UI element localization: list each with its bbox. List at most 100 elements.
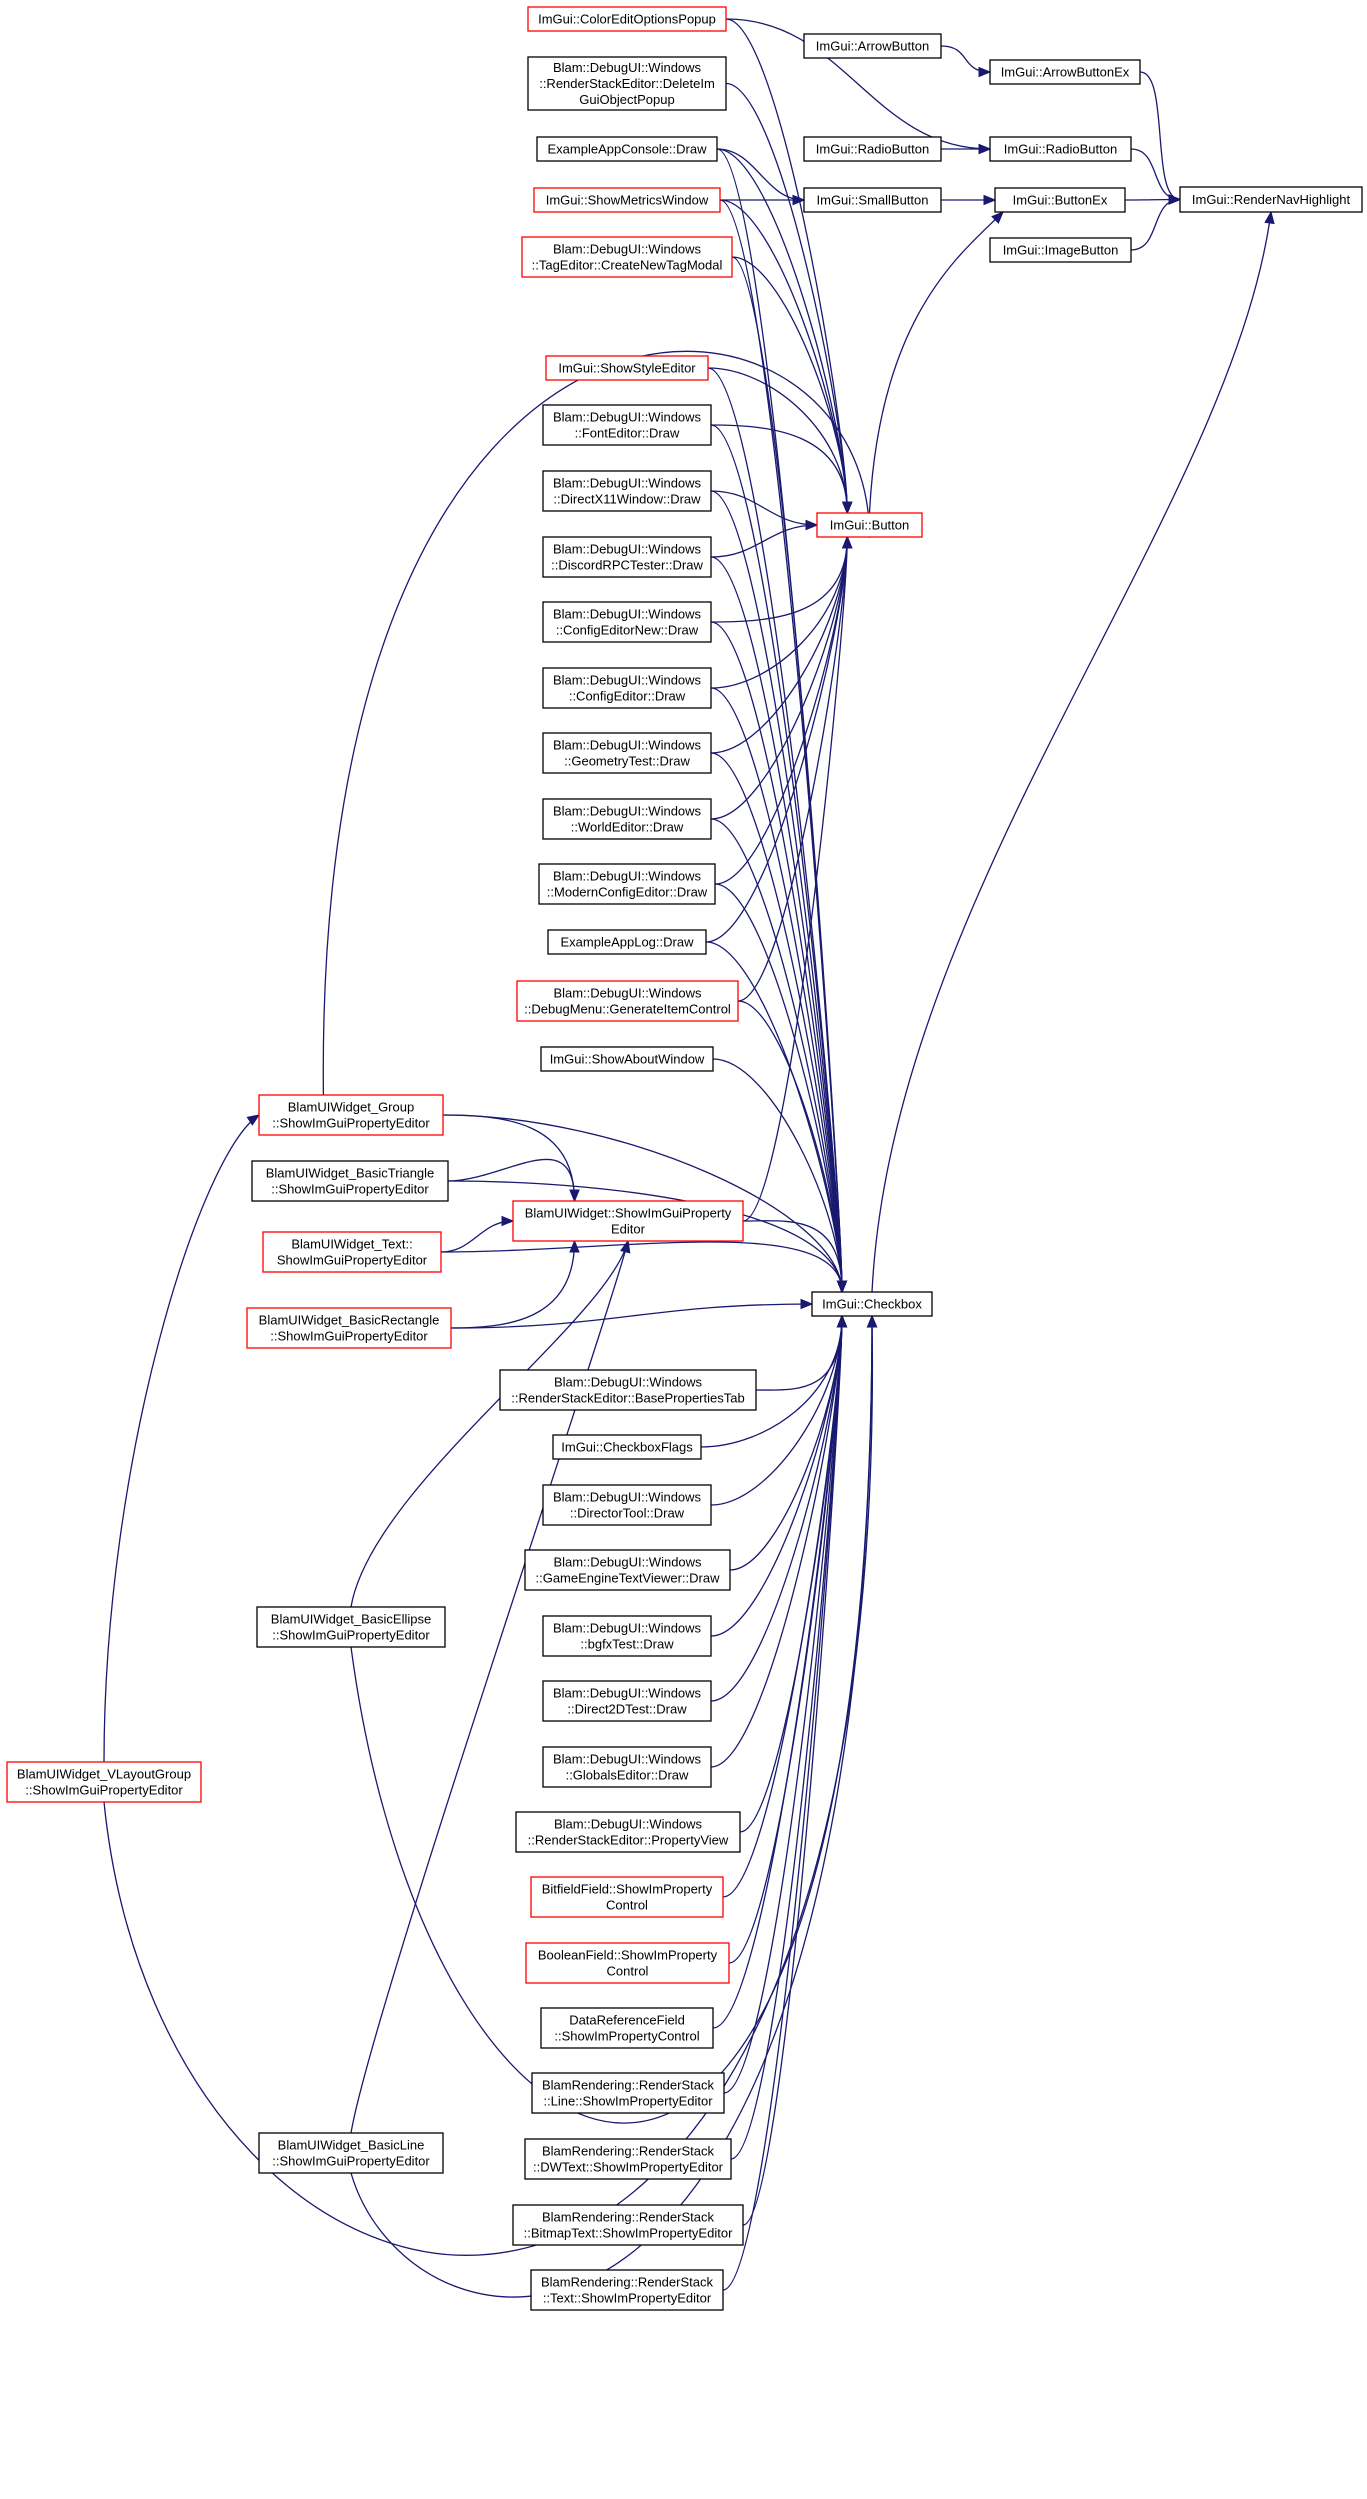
node-label: Blam::DebugUI::Windows [553,542,702,557]
node-checkbox[interactable]: ImGui::Checkbox [811,1291,933,1317]
node-show_metrics_window[interactable]: ImGui::ShowMetricsWindow [533,187,721,213]
node-label: BlamUIWidget_BasicLine [278,2138,425,2153]
edge-line_property_editor-to-checkbox [723,1315,843,2094]
node-label: GuiObjectPopup [579,92,674,107]
node-game_engine_text_viewer_draw[interactable]: Blam::DebugUI::Windows::GameEngineTextVi… [524,1549,731,1591]
node-box [531,2072,725,2114]
node-discord_rpc_tester_draw[interactable]: Blam::DebugUI::Windows::DiscordRPCTester… [542,536,712,578]
node-image_button[interactable]: ImGui::ImageButton [989,237,1132,263]
node-config_editor_new_draw[interactable]: Blam::DebugUI::Windows::ConfigEditorNew:… [542,601,712,643]
node-globals_editor_draw[interactable]: Blam::DebugUI::Windows::GlobalsEditor::D… [542,1746,712,1788]
node-box [258,1094,444,1136]
edge-arrow_button-to-arrow_button_ex [940,45,991,73]
node-bitmap_text_property_editor[interactable]: BlamRendering::RenderStack::BitmapText::… [512,2204,744,2246]
node-data_reference_field_control[interactable]: DataReferenceField::ShowImPropertyContro… [540,2007,714,2049]
node-bgfx_test_draw[interactable]: Blam::DebugUI::Windows::bgfxTest::Draw [542,1615,712,1657]
node-widget_basic_ellipse[interactable]: BlamUIWidget_BasicEllipse::ShowImGuiProp… [256,1606,446,1648]
node-label: BlamUIWidget_BasicEllipse [271,1612,431,1627]
call-edges [103,18,1275,2298]
node-box [803,136,942,162]
node-example_app_log_draw[interactable]: ExampleAppLog::Draw [547,929,707,955]
node-label: ImGui::SmallButton [817,193,929,208]
node-radio_button_caller[interactable]: ImGui::RadioButton [803,136,942,162]
node-arrow_button_ex[interactable]: ImGui::ArrowButtonEx [989,59,1141,85]
node-checkbox_flags[interactable]: ImGui::CheckboxFlags [552,1434,702,1460]
node-create_new_tag_modal[interactable]: Blam::DebugUI::Windows::TagEditor::Creat… [521,236,733,278]
node-widget_vlayout_group[interactable]: BlamUIWidget_VLayoutGroup::ShowImGuiProp… [6,1761,202,1803]
node-label: Blam::DebugUI::Windows [553,1621,702,1636]
node-color_edit_options_popup[interactable]: ImGui::ColorEditOptionsPopup [527,6,727,32]
node-delete_imgui_object_popup[interactable]: Blam::DebugUI::Windows::RenderStackEdito… [527,56,727,111]
node-show_style_editor[interactable]: ImGui::ShowStyleEditor [545,355,709,381]
node-label: Control [607,1964,649,1979]
node-director_tool_draw[interactable]: Blam::DebugUI::Windows::DirectorTool::Dr… [542,1484,712,1526]
node-label: ImGui::ArrowButton [816,39,929,54]
node-boolean_field_control[interactable]: BooleanField::ShowImPropertyControl [525,1942,730,1984]
node-widget_group[interactable]: BlamUIWidget_Group::ShowImGuiPropertyEdi… [258,1094,444,1136]
edge-widget_basic_rectangle-to-widget_show_imgui_property_editor-arrowhead [569,1239,580,1253]
node-label: ::WorldEditor::Draw [571,820,684,835]
node-generate_item_control[interactable]: Blam::DebugUI::Windows::DebugMenu::Gener… [516,980,739,1022]
function-nodes: ImGui::RenderNavHighlightImGui::ArrowBut… [6,6,1363,2311]
node-dwtext_property_editor[interactable]: BlamRendering::RenderStack::DWText::Show… [524,2138,732,2180]
edge-base_properties_tab-to-checkbox [755,1315,843,1391]
node-box [542,601,712,643]
node-box [989,59,1141,85]
node-label: ::BitmapText::ShowImPropertyEditor [524,2226,733,2241]
node-base_properties_tab[interactable]: Blam::DebugUI::Windows::RenderStackEdito… [499,1369,757,1411]
node-arrow_button[interactable]: ImGui::ArrowButton [803,33,942,59]
node-geometry_test_draw[interactable]: Blam::DebugUI::Windows::GeometryTest::Dr… [542,732,712,774]
edge-widget_vlayout_group-to-checkbox [103,1315,873,2256]
node-directx11_window_draw[interactable]: Blam::DebugUI::Windows::DirectX11Window:… [542,470,712,512]
node-box [547,929,707,955]
edge-widget_basic_triangle-to-widget_show_imgui_property_editor-arrowhead [569,1189,580,1203]
node-text_property_editor[interactable]: BlamRendering::RenderStack::Text::ShowIm… [530,2269,724,2311]
edge-checkbox-to-render_nav_highlight [871,211,1272,1293]
node-box [258,2132,444,2174]
node-widget_show_imgui_property_editor[interactable]: BlamUIWidget::ShowImGuiPropertyEditor [512,1200,744,1242]
node-label: BooleanField::ShowImProperty [538,1948,718,1963]
edge-geometry_test_draw-to-button [710,536,848,754]
node-line_property_editor[interactable]: BlamRendering::RenderStack::Line::ShowIm… [531,2072,725,2114]
node-small_button[interactable]: ImGui::SmallButton [803,187,942,213]
node-button_ex[interactable]: ImGui::ButtonEx [994,187,1126,213]
node-label: Blam::DebugUI::Windows [553,869,702,884]
node-label: BitfieldField::ShowImProperty [542,1882,713,1897]
node-box [542,1615,712,1657]
node-label: Blam::DebugUI::Windows [553,1490,702,1505]
node-direct2d_test_draw[interactable]: Blam::DebugUI::Windows::Direct2DTest::Dr… [542,1680,712,1722]
node-label: BlamUIWidget_Text:: [291,1237,412,1252]
node-label: Blam::DebugUI::Windows [554,1375,703,1390]
node-radio_button[interactable]: ImGui::RadioButton [989,136,1132,162]
node-label: BlamRendering::RenderStack [541,2275,713,2290]
node-box [989,237,1132,263]
node-show_about_window[interactable]: ImGui::ShowAboutWindow [540,1046,714,1072]
edge-radio_button-to-render_nav_highlight [1130,148,1181,201]
node-widget_basic_rectangle[interactable]: BlamUIWidget_BasicRectangle::ShowImGuiPr… [246,1307,452,1349]
node-widget_text[interactable]: BlamUIWidget_Text::ShowImGuiPropertyEdit… [262,1231,442,1273]
node-box [530,2269,724,2311]
node-font_editor_draw[interactable]: Blam::DebugUI::Windows::FontEditor::Draw [542,404,712,446]
node-property_view[interactable]: Blam::DebugUI::Windows::RenderStackEdito… [515,1811,741,1853]
node-widget_basic_line[interactable]: BlamUIWidget_BasicLine::ShowImGuiPropert… [258,2132,444,2174]
node-label: Blam::DebugUI::Windows [553,607,702,622]
node-box [803,187,942,213]
node-bitfield_field_control[interactable]: BitfieldField::ShowImPropertyControl [530,1876,724,1918]
edge-widget_text-to-checkbox-arrowhead [836,1280,848,1294]
node-label: Blam::DebugUI::Windows [553,804,702,819]
node-box [246,1307,452,1349]
node-label: ::ShowImGuiPropertyEditor [270,1329,428,1344]
node-button[interactable]: ImGui::Button [816,512,923,538]
node-label: BlamRendering::RenderStack [542,2078,714,2093]
node-box [516,980,739,1022]
node-world_editor_draw[interactable]: Blam::DebugUI::Windows::WorldEditor::Dra… [542,798,712,840]
edge-show_metrics_window-to-small_button-arrowhead [792,194,806,206]
node-modern_config_editor_draw[interactable]: Blam::DebugUI::Windows::ModernConfigEdit… [538,863,716,905]
node-example_app_console_draw[interactable]: ExampleAppConsole::Draw [536,136,718,162]
edge-widget_basic_line-to-widget_show_imgui_property_editor-arrowhead [620,1239,631,1254]
edge-color_edit_options_popup-to-button [725,18,848,514]
node-box [1179,186,1363,213]
node-config_editor_draw[interactable]: Blam::DebugUI::Windows::ConfigEditor::Dr… [542,667,712,709]
node-widget_basic_triangle[interactable]: BlamUIWidget_BasicTriangle::ShowImGuiPro… [251,1160,449,1202]
